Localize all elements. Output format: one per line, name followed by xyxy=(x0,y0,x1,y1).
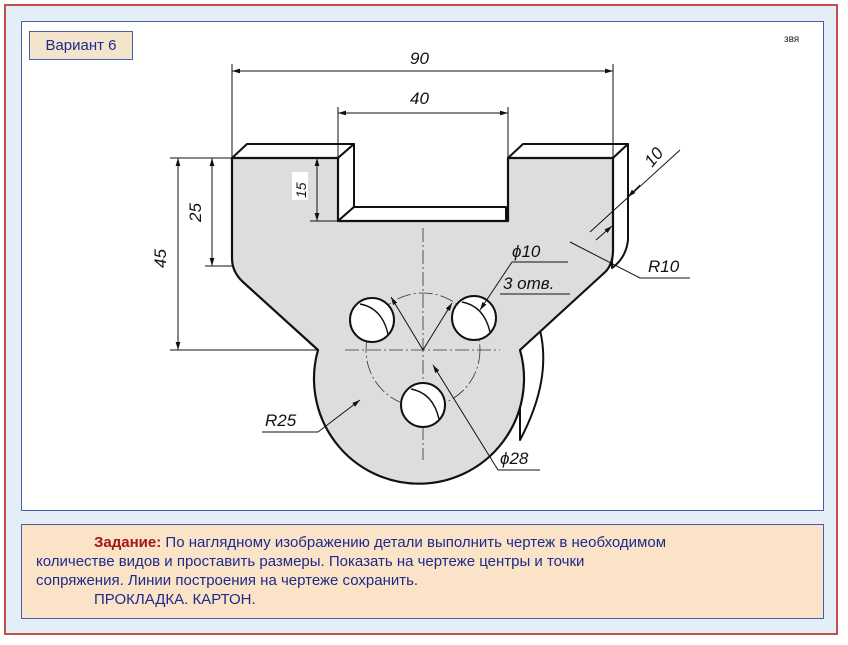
variant-label: Вариант 6 xyxy=(29,31,133,60)
task-heading: Задание: xyxy=(94,534,162,551)
hole-diameter-text: ϕ10 xyxy=(512,242,541,261)
task-line-2: количестве видов и проставить размеры. П… xyxy=(36,553,585,570)
dim-25-text: 25 xyxy=(186,203,205,223)
task-line-1: Задание: По наглядному изображению детал… xyxy=(36,533,811,552)
outer-radius-text: R25 xyxy=(265,411,297,430)
pitch-circle-text: ϕ28 xyxy=(500,449,529,468)
hole-count-text: 3 отв. xyxy=(503,274,554,293)
hole-right xyxy=(451,295,497,341)
dimension-lines xyxy=(170,64,690,471)
fillet-radius-text: R10 xyxy=(648,257,680,276)
dim-45-text: 45 xyxy=(151,249,170,268)
dim-10-text: 10 xyxy=(641,143,668,170)
task-material-line: ПРОКЛАДКА. КАРТОН. xyxy=(36,590,811,609)
task-line-3: сопряжения. Линии построения на чертеже … xyxy=(36,572,419,589)
dim-15-bg xyxy=(292,172,308,200)
author-mark: звя xyxy=(784,34,800,45)
hole-left xyxy=(349,297,395,343)
task-material: ПРОКЛАДКА. КАРТОН. xyxy=(94,591,256,608)
dim-90-text: 90 xyxy=(410,49,429,68)
hole-bottom xyxy=(400,382,446,428)
dim-40-text: 40 xyxy=(410,89,429,108)
task-text-1: По наглядному изображению детали выполни… xyxy=(165,534,667,551)
task-panel: Задание: По наглядному изображению детал… xyxy=(21,524,824,619)
hole-inner-edges xyxy=(359,301,491,420)
dim-15-text: 15 xyxy=(293,182,309,198)
